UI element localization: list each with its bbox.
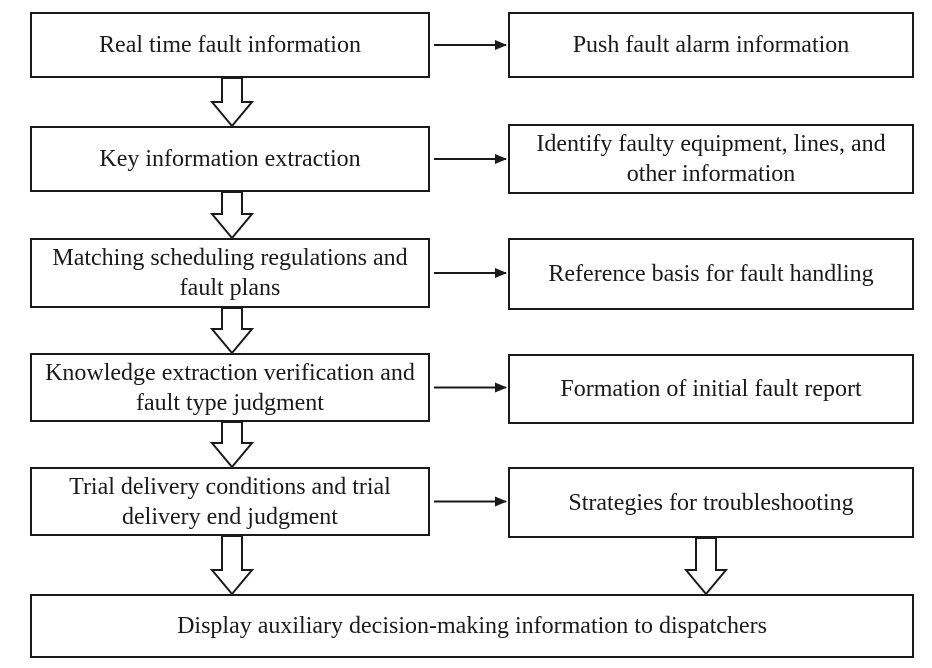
step-label: Trial delivery conditions and trial deli…	[69, 473, 391, 530]
step-trial-delivery-judgment: Trial delivery conditions and trial deli…	[30, 467, 430, 536]
output-troubleshooting-strategies: Strategies for troubleshooting	[508, 467, 914, 538]
final-label: Display auxiliary decision-making inform…	[177, 613, 767, 639]
step-label: Key information extraction	[99, 146, 361, 172]
step-knowledge-extraction-verification: Knowledge extraction verification and fa…	[30, 353, 430, 422]
down-arrow-step-3	[209, 307, 255, 355]
final-display-decision-information: Display auxiliary decision-making inform…	[30, 594, 914, 658]
step-label: Real time fault information	[99, 32, 361, 58]
output-reference-basis: Reference basis for fault handling	[508, 238, 914, 310]
step-real-time-fault-information: Real time fault information	[30, 12, 430, 78]
step-label: Matching scheduling regulations and faul…	[52, 245, 408, 301]
output-initial-fault-report: Formation of initial fault report	[508, 354, 914, 424]
output-label: Formation of initial fault report	[560, 376, 862, 402]
down-arrow-step-1	[209, 77, 255, 128]
output-label: Identify faulty equipment, lines, and ot…	[536, 131, 886, 187]
down-arrow-right-final	[683, 537, 729, 596]
step-matching-scheduling-regulations: Matching scheduling regulations and faul…	[30, 238, 430, 308]
output-identify-faulty-equipment: Identify faulty equipment, lines, and ot…	[508, 124, 914, 194]
step-label: Knowledge extraction verification and fa…	[45, 359, 415, 416]
output-push-fault-alarm: Push fault alarm information	[508, 12, 914, 78]
output-label: Strategies for troubleshooting	[568, 489, 854, 516]
down-arrow-step-2	[209, 191, 255, 240]
output-label: Push fault alarm information	[572, 32, 850, 58]
output-label: Reference basis for fault handling	[548, 261, 874, 287]
down-arrow-left-final	[209, 535, 255, 596]
step-key-information-extraction: Key information extraction	[30, 126, 430, 192]
down-arrow-step-4	[209, 421, 255, 469]
